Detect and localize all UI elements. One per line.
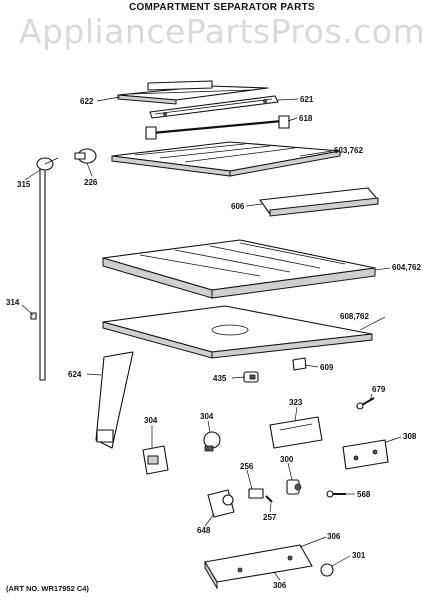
- callout-300: 300: [280, 455, 294, 464]
- part-300-knob[interactable]: [286, 479, 302, 495]
- part-608-panel[interactable]: [102, 305, 373, 359]
- callout-226: 226: [84, 178, 98, 187]
- part-301-cap[interactable]: [320, 563, 334, 577]
- callout-256: 256: [240, 462, 254, 471]
- callout-568: 568: [357, 490, 371, 499]
- part-648-motor[interactable]: [207, 489, 235, 518]
- watermark: AppliancePartsPros.com: [18, 12, 426, 51]
- part-606-strip[interactable]: [259, 187, 379, 217]
- part-306-housing[interactable]: [204, 544, 313, 590]
- callout-304-dial: 304: [200, 412, 214, 421]
- callout-621: 621: [300, 95, 314, 104]
- part-621-rail[interactable]: [149, 95, 279, 119]
- part-568-screw[interactable]: [326, 490, 346, 498]
- part-304-housing[interactable]: [142, 445, 169, 475]
- part-603-shelf[interactable]: [111, 141, 341, 177]
- part-609[interactable]: [292, 357, 307, 371]
- part-257-screw[interactable]: [265, 495, 273, 503]
- callout-608-762: 608,762: [340, 312, 369, 321]
- callout-604-762: 604,762: [392, 263, 421, 272]
- callout-606: 606: [231, 202, 245, 211]
- part-323-box[interactable]: [269, 416, 323, 449]
- part-604-separator[interactable]: [102, 239, 376, 299]
- callout-301: 301: [352, 551, 366, 560]
- callout-315: 315: [17, 180, 31, 189]
- callout-308: 308: [403, 432, 417, 441]
- callout-679: 679: [372, 385, 386, 394]
- part-304-dial[interactable]: [203, 431, 221, 452]
- callout-435: 435: [213, 374, 227, 383]
- part-622-cover[interactable]: [117, 80, 269, 105]
- callout-609: 609: [320, 363, 334, 372]
- callout-257: 257: [263, 513, 277, 522]
- callout-323: 323: [289, 398, 303, 407]
- leader-lines: [21, 96, 402, 581]
- part-618-bar[interactable]: [145, 115, 290, 140]
- callout-622: 622: [80, 97, 94, 106]
- part-315-rod[interactable]: [36, 157, 59, 381]
- callout-306-upper: 306: [327, 532, 341, 541]
- art-number: (ART NO. WR17952 C4): [6, 584, 89, 593]
- diagram-title: COMPARTMENT SEPARATOR PARTS: [128, 2, 316, 13]
- callout-314: 314: [6, 298, 20, 307]
- part-679-screw[interactable]: [356, 397, 375, 410]
- callout-618: 618: [299, 114, 313, 123]
- part-314-clip[interactable]: [30, 312, 37, 320]
- part-226-knob[interactable]: [74, 148, 97, 164]
- callout-648: 648: [197, 526, 211, 535]
- part-624-bracket[interactable]: [95, 351, 134, 449]
- callout-306-lower: 306: [273, 581, 287, 590]
- callout-624: 624: [68, 370, 82, 379]
- part-435[interactable]: [243, 371, 259, 383]
- part-308-plate[interactable]: [342, 439, 389, 470]
- callout-304-housing: 304: [144, 416, 158, 425]
- part-256-switch[interactable]: [248, 488, 264, 499]
- callout-603-762: 603,762: [334, 146, 363, 155]
